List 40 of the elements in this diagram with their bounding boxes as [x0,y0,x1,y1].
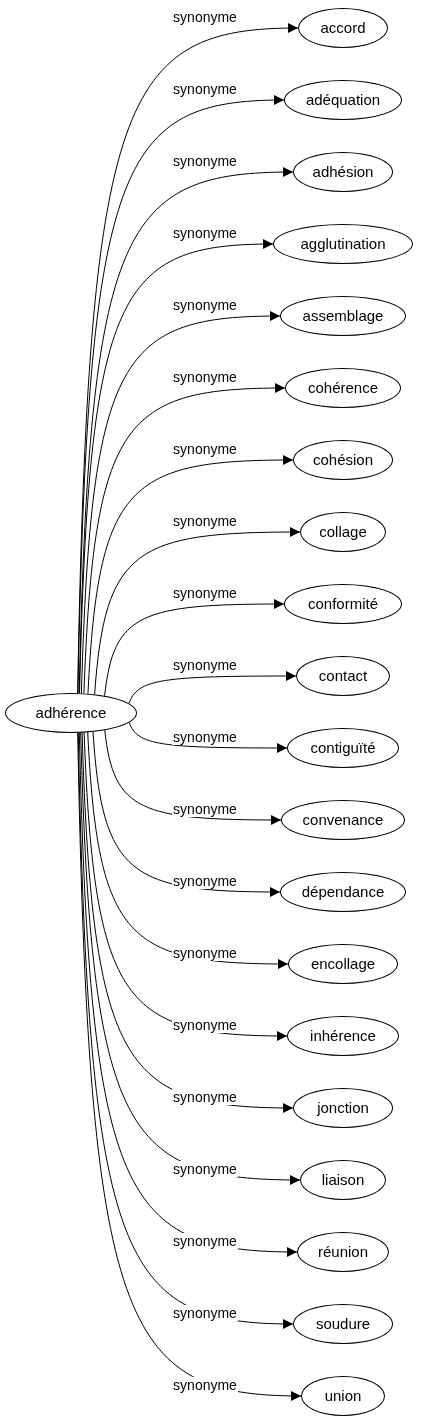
arrow [92,731,281,897]
node-ellipse: contact [296,656,390,696]
arrow [104,729,282,825]
arrow [80,311,281,694]
edge-label: synonyme [172,1089,238,1105]
arrow [79,239,274,694]
edge-label: synonyme [172,1161,238,1177]
node-ellipse: contiguïté [287,728,399,768]
node-ellipse: union [301,1376,385,1416]
arrow [77,95,285,694]
node-ellipse: accord [298,8,388,48]
arrow [128,721,288,753]
node-ellipse: liaison [300,1160,386,1200]
arrow [80,732,301,1185]
arrow [87,731,289,969]
node-ellipse: assemblage [280,296,406,336]
node-ellipse: jonction [293,1088,393,1128]
node-ellipse: convenance [281,800,405,840]
node-ellipse: encollage [288,944,398,984]
arrow [81,732,294,1113]
arrow [104,599,285,697]
edge-label: synonyme [172,1305,238,1321]
node-ellipse: soudure [293,1304,393,1344]
node-ellipse: conformité [284,584,402,624]
arrow [94,527,301,695]
arrow [83,383,286,694]
node-ellipse: cohésion [293,440,393,480]
edge-label: synonyme [172,1233,238,1249]
node-ellipse: réunion [297,1232,389,1272]
arrow [128,671,297,704]
node-ellipse: adhérence [5,693,137,733]
node-ellipse: agglutination [273,224,413,264]
node-ellipse: adéquation [284,80,402,120]
edge-label: synonyme [172,1377,238,1393]
node-ellipse: collage [300,512,386,552]
node-ellipse: inhérence [287,1016,399,1056]
node-ellipse: cohérence [285,368,401,408]
arrow [87,455,294,695]
node-ellipse: adhésion [293,152,393,192]
node-ellipse: dépendance [280,872,406,912]
